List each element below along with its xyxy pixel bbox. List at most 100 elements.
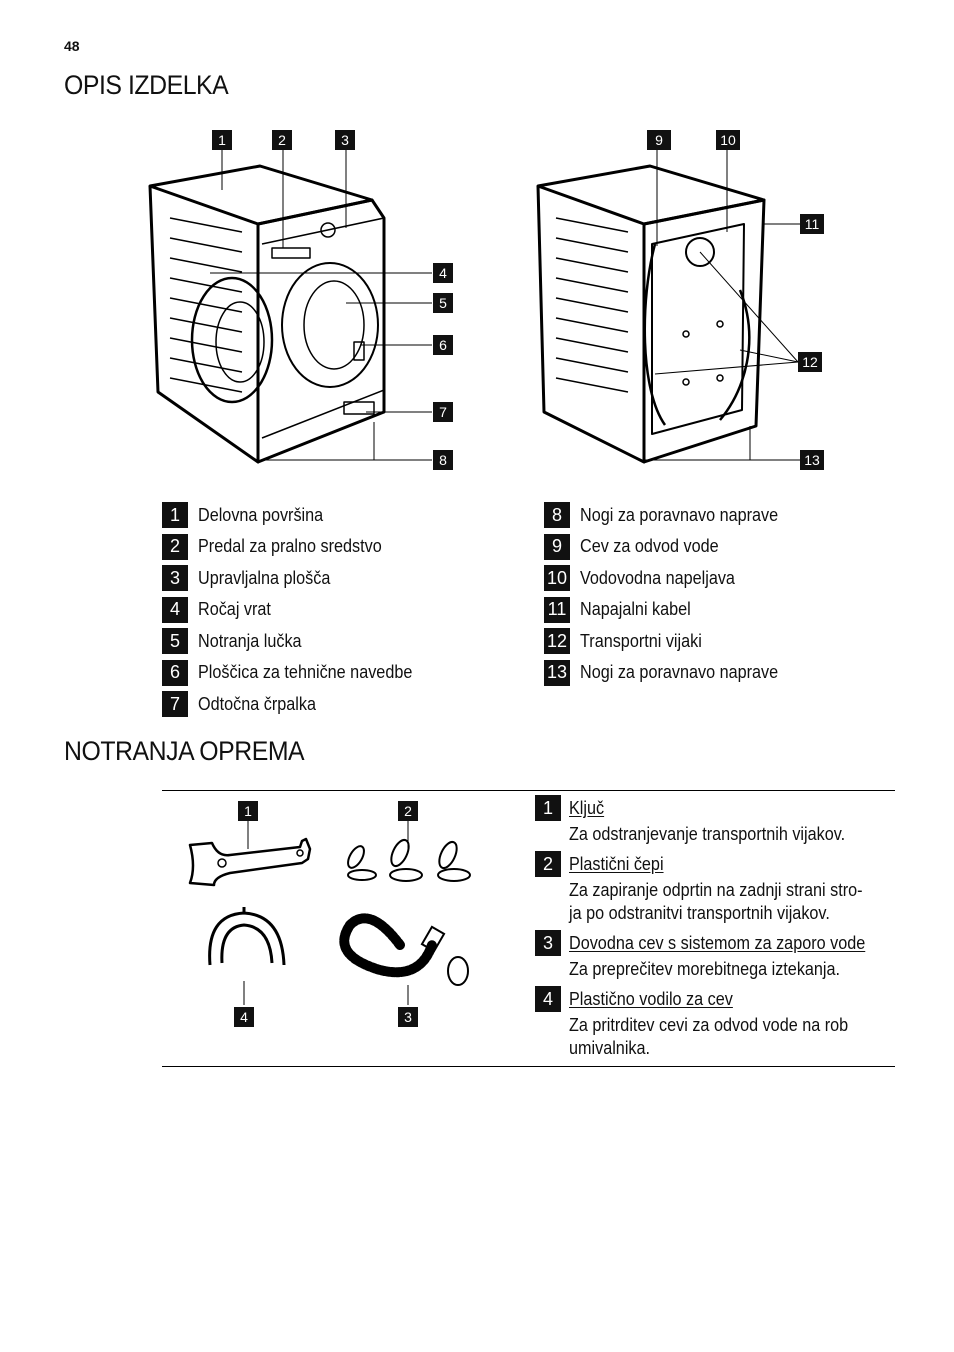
- callout-10: 10: [716, 130, 740, 150]
- legend-label: Napajalni kabel: [580, 599, 691, 619]
- svg-text:2: 2: [278, 132, 286, 148]
- callout-9: 9: [647, 130, 671, 150]
- accessory-description: Za preprečitev morebitnega iztekanja.: [569, 959, 841, 979]
- callout-6: 6: [433, 335, 453, 355]
- svg-text:6: 6: [439, 337, 447, 353]
- accessory-callout-4: 4: [234, 1007, 254, 1027]
- callout-5: 5: [433, 293, 453, 313]
- back-machine-drawing: [536, 164, 766, 464]
- back-machine-vents: [555, 217, 629, 393]
- accessory-callouts: 1 2 4 3: [234, 801, 418, 1027]
- callout-1: 1: [212, 130, 232, 150]
- accessory-item-2: 2 Plastični čepi: [535, 851, 674, 877]
- svg-text:9: 9: [655, 132, 663, 148]
- back-callouts: 9 10 11 12 13: [647, 130, 824, 470]
- inlet-hose-drawing: [339, 913, 437, 978]
- table-top-rule: [162, 790, 895, 791]
- callout-7: 7: [433, 402, 453, 422]
- svg-text:8: 8: [439, 452, 447, 468]
- legend-number-badge: 1: [162, 502, 188, 528]
- accessory-item-4: 4 Plastično vodilo za cev: [535, 986, 751, 1012]
- legend-item: 8 Nogi za poravnavo naprave: [544, 502, 800, 528]
- page-number: 48: [64, 38, 80, 54]
- accessory-number-badge: 4: [535, 986, 561, 1012]
- legend-number-badge: 3: [162, 565, 188, 591]
- legend-label: Ročaj vrat: [198, 599, 271, 619]
- accessories-illustration: 1 2 4 3: [188, 801, 471, 1027]
- wrench-drawing: [188, 837, 312, 887]
- legend-label: Cev za odvod vode: [580, 536, 719, 556]
- callout-12: 12: [798, 352, 822, 372]
- plastic-caps-drawing: [347, 838, 471, 882]
- svg-text:1: 1: [244, 803, 252, 819]
- legend-number-badge: 6: [162, 659, 188, 686]
- legend-item: 5 Notranja lučka: [162, 628, 313, 654]
- svg-text:2: 2: [404, 803, 412, 819]
- accessory-callout-1: 1: [238, 801, 258, 821]
- legend-number-badge: 12: [544, 628, 570, 654]
- legend-number-badge: 11: [544, 596, 570, 623]
- legend-label: Notranja lučka: [198, 630, 302, 651]
- legend-number-badge: 8: [544, 502, 570, 528]
- svg-text:10: 10: [720, 132, 736, 148]
- section-title-accessories: NOTRANJA OPREMA: [64, 736, 305, 766]
- accessory-leader-lines: [243, 817, 409, 1005]
- legend-label: Transportni vijaki: [580, 630, 702, 651]
- legend-number-badge: 9: [544, 533, 570, 560]
- accessory-title: Dovodna cev s sistemom za zaporo vode: [569, 932, 866, 953]
- callout-11: 11: [800, 214, 824, 234]
- accessory-description: Za zapiranje odprtin na zadnji strani st…: [569, 880, 863, 900]
- legend-label: Odtočna črpalka: [198, 693, 316, 714]
- legend-label: Ploščica za tehnične navedbe: [198, 662, 413, 682]
- svg-text:11: 11: [805, 216, 820, 232]
- legend-item: 6 Ploščica za tehnične navedbe: [162, 659, 436, 686]
- callout-8: 8: [433, 450, 453, 470]
- legend-number-badge: 2: [162, 533, 188, 560]
- hose-guide-drawing: [208, 907, 286, 966]
- legend-item: 11 Napajalni kabel: [544, 596, 703, 623]
- back-screws: [682, 320, 724, 386]
- legend-number-badge: 10: [544, 565, 570, 591]
- svg-text:5: 5: [439, 295, 447, 311]
- front-leader-lines: [210, 150, 432, 461]
- front-machine-drawing: [148, 164, 386, 464]
- accessory-description: umivalnika.: [569, 1038, 651, 1058]
- front-callouts: 1 2 3 4 5 6 7 8: [212, 130, 453, 470]
- accessory-item-3: 3 Dovodna cev s sistemom za zaporo vode: [535, 930, 898, 956]
- legend-item: 12 Transportni vijaki: [544, 628, 715, 654]
- svg-text:3: 3: [341, 132, 349, 148]
- legend-number-badge: 5: [162, 628, 188, 654]
- callout-13: 13: [800, 450, 824, 470]
- callout-3: 3: [335, 130, 355, 150]
- accessory-number-badge: 3: [535, 930, 561, 956]
- legend-label: Predal za pralno sredstvo: [198, 536, 382, 556]
- legend-item: 9 Cev za odvod vode: [544, 533, 734, 560]
- svg-text:1: 1: [218, 132, 226, 148]
- legend-label: Nogi za poravnavo naprave: [580, 504, 779, 525]
- accessory-callout-3: 3: [398, 1007, 418, 1027]
- table-bottom-rule: [162, 1066, 895, 1067]
- legend-number-badge: 13: [544, 659, 570, 686]
- accessory-description: Za pritrditev cevi za odvod vode na rob: [569, 1015, 849, 1035]
- accessory-title: Plastično vodilo za cev: [569, 988, 733, 1009]
- callout-4: 4: [433, 263, 453, 283]
- callout-2: 2: [272, 130, 292, 150]
- accessory-number-badge: 2: [535, 851, 561, 877]
- svg-text:12: 12: [802, 354, 818, 370]
- front-machine-vents: [169, 217, 243, 393]
- accessory-callout-2: 2: [398, 801, 418, 821]
- accessory-description: Za odstranjevanje transportnih vijakov.: [569, 824, 846, 844]
- svg-text:3: 3: [404, 1009, 412, 1025]
- accessory-number-badge: 1: [535, 795, 561, 821]
- accessory-title: Plastični čepi: [569, 853, 664, 874]
- back-leader-lines: [640, 150, 800, 461]
- section-title-product: OPIS IZDELKA: [64, 70, 229, 100]
